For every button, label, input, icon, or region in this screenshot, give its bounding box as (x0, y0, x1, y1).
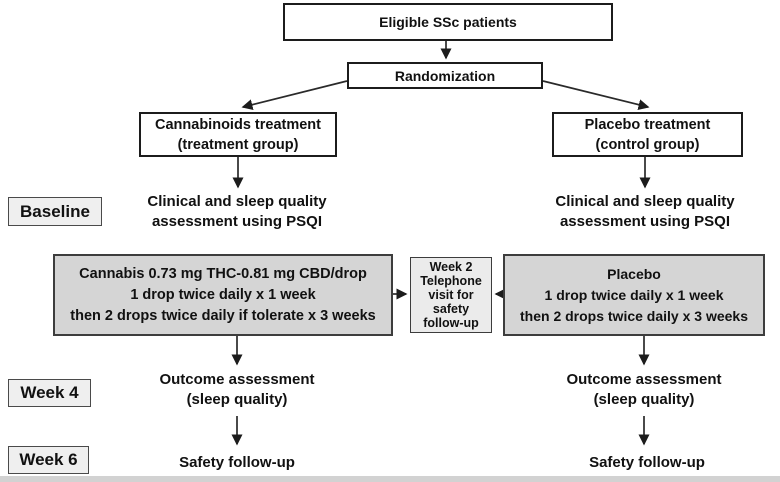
safety-right-label: Safety follow-up (589, 454, 705, 471)
placebo-intervention-line: then 2 drops twice daily x 3 weeks (520, 307, 748, 324)
timeline-label-week4: Week 4 (8, 379, 91, 407)
baseline-label: Baseline (20, 201, 90, 221)
randomization-label: Randomization (394, 67, 496, 84)
week2-visit-line: visit for (428, 288, 474, 302)
week2-visit-line: Week 2 (429, 260, 473, 274)
baseline-assessment-left-text: Clinical and sleep quality assessment us… (127, 192, 347, 232)
arrow-randomization-to-treatment (241, 80, 348, 111)
arrow-randomization-to-control (542, 80, 650, 111)
baseline-assessment-right-line: Clinical and sleep quality (555, 193, 735, 210)
placebo-intervention-line: Placebo (607, 265, 661, 282)
treatment-arm-box: Cannabinoids treatment (treatment group) (139, 112, 337, 157)
timeline-label-week6: Week 6 (8, 446, 89, 474)
outcome-right-line: Outcome assessment (566, 371, 722, 388)
outcome-assessment-left-text: Outcome assessment (sleep quality) (127, 370, 347, 410)
week6-label: Week 6 (19, 450, 78, 469)
week2-visit-line: follow-up (423, 316, 479, 330)
baseline-assessment-left-line: Clinical and sleep quality (147, 193, 327, 210)
safety-followup-right-text: Safety follow-up (537, 453, 757, 473)
week2-visit-line: safety (432, 302, 470, 316)
cannabis-intervention-line: then 2 drops twice daily if tolerate x 3… (70, 307, 376, 324)
randomization-box: Randomization (347, 62, 543, 89)
cannabis-intervention-box: Cannabis 0.73 mg THC-0.81 mg CBD/drop 1 … (53, 254, 393, 336)
eligible-patients-label: Eligible SSc patients (379, 14, 517, 30)
control-arm-line: Placebo treatment (584, 116, 711, 133)
cannabis-intervention-line: Cannabis 0.73 mg THC-0.81 mg CBD/drop (79, 265, 367, 282)
outcome-assessment-right-text: Outcome assessment (sleep quality) (534, 370, 754, 410)
control-arm-line: (control group) (595, 136, 700, 153)
outcome-right-line: (sleep quality) (593, 391, 695, 408)
cannabis-intervention-line: 1 drop twice daily x 1 week (130, 286, 316, 303)
baseline-assessment-right-line: assessment using PSQI (559, 213, 731, 230)
control-arm-box: Placebo treatment (control group) (552, 112, 743, 157)
safety-left-label: Safety follow-up (179, 454, 295, 471)
outcome-left-line: Outcome assessment (159, 371, 315, 388)
baseline-assessment-left-line: assessment using PSQI (151, 213, 323, 230)
timeline-label-baseline: Baseline (8, 197, 102, 226)
week2-telephone-visit-box: Week 2 Telephone visit for safety follow… (410, 257, 492, 333)
safety-followup-left-text: Safety follow-up (127, 453, 347, 473)
eligible-patients-box: Eligible SSc patients (283, 3, 613, 41)
placebo-intervention-box: Placebo 1 drop twice daily x 1 week then… (503, 254, 765, 336)
bottom-edge-strip (0, 476, 780, 482)
placebo-intervention-line: 1 drop twice daily x 1 week (544, 286, 724, 303)
treatment-arm-line: Cannabinoids treatment (155, 116, 321, 133)
outcome-left-line: (sleep quality) (186, 391, 288, 408)
treatment-arm-line: (treatment group) (177, 136, 299, 153)
week2-visit-line: Telephone (420, 274, 482, 288)
baseline-assessment-right-text: Clinical and sleep quality assessment us… (535, 192, 755, 232)
week4-label: Week 4 (20, 383, 79, 402)
